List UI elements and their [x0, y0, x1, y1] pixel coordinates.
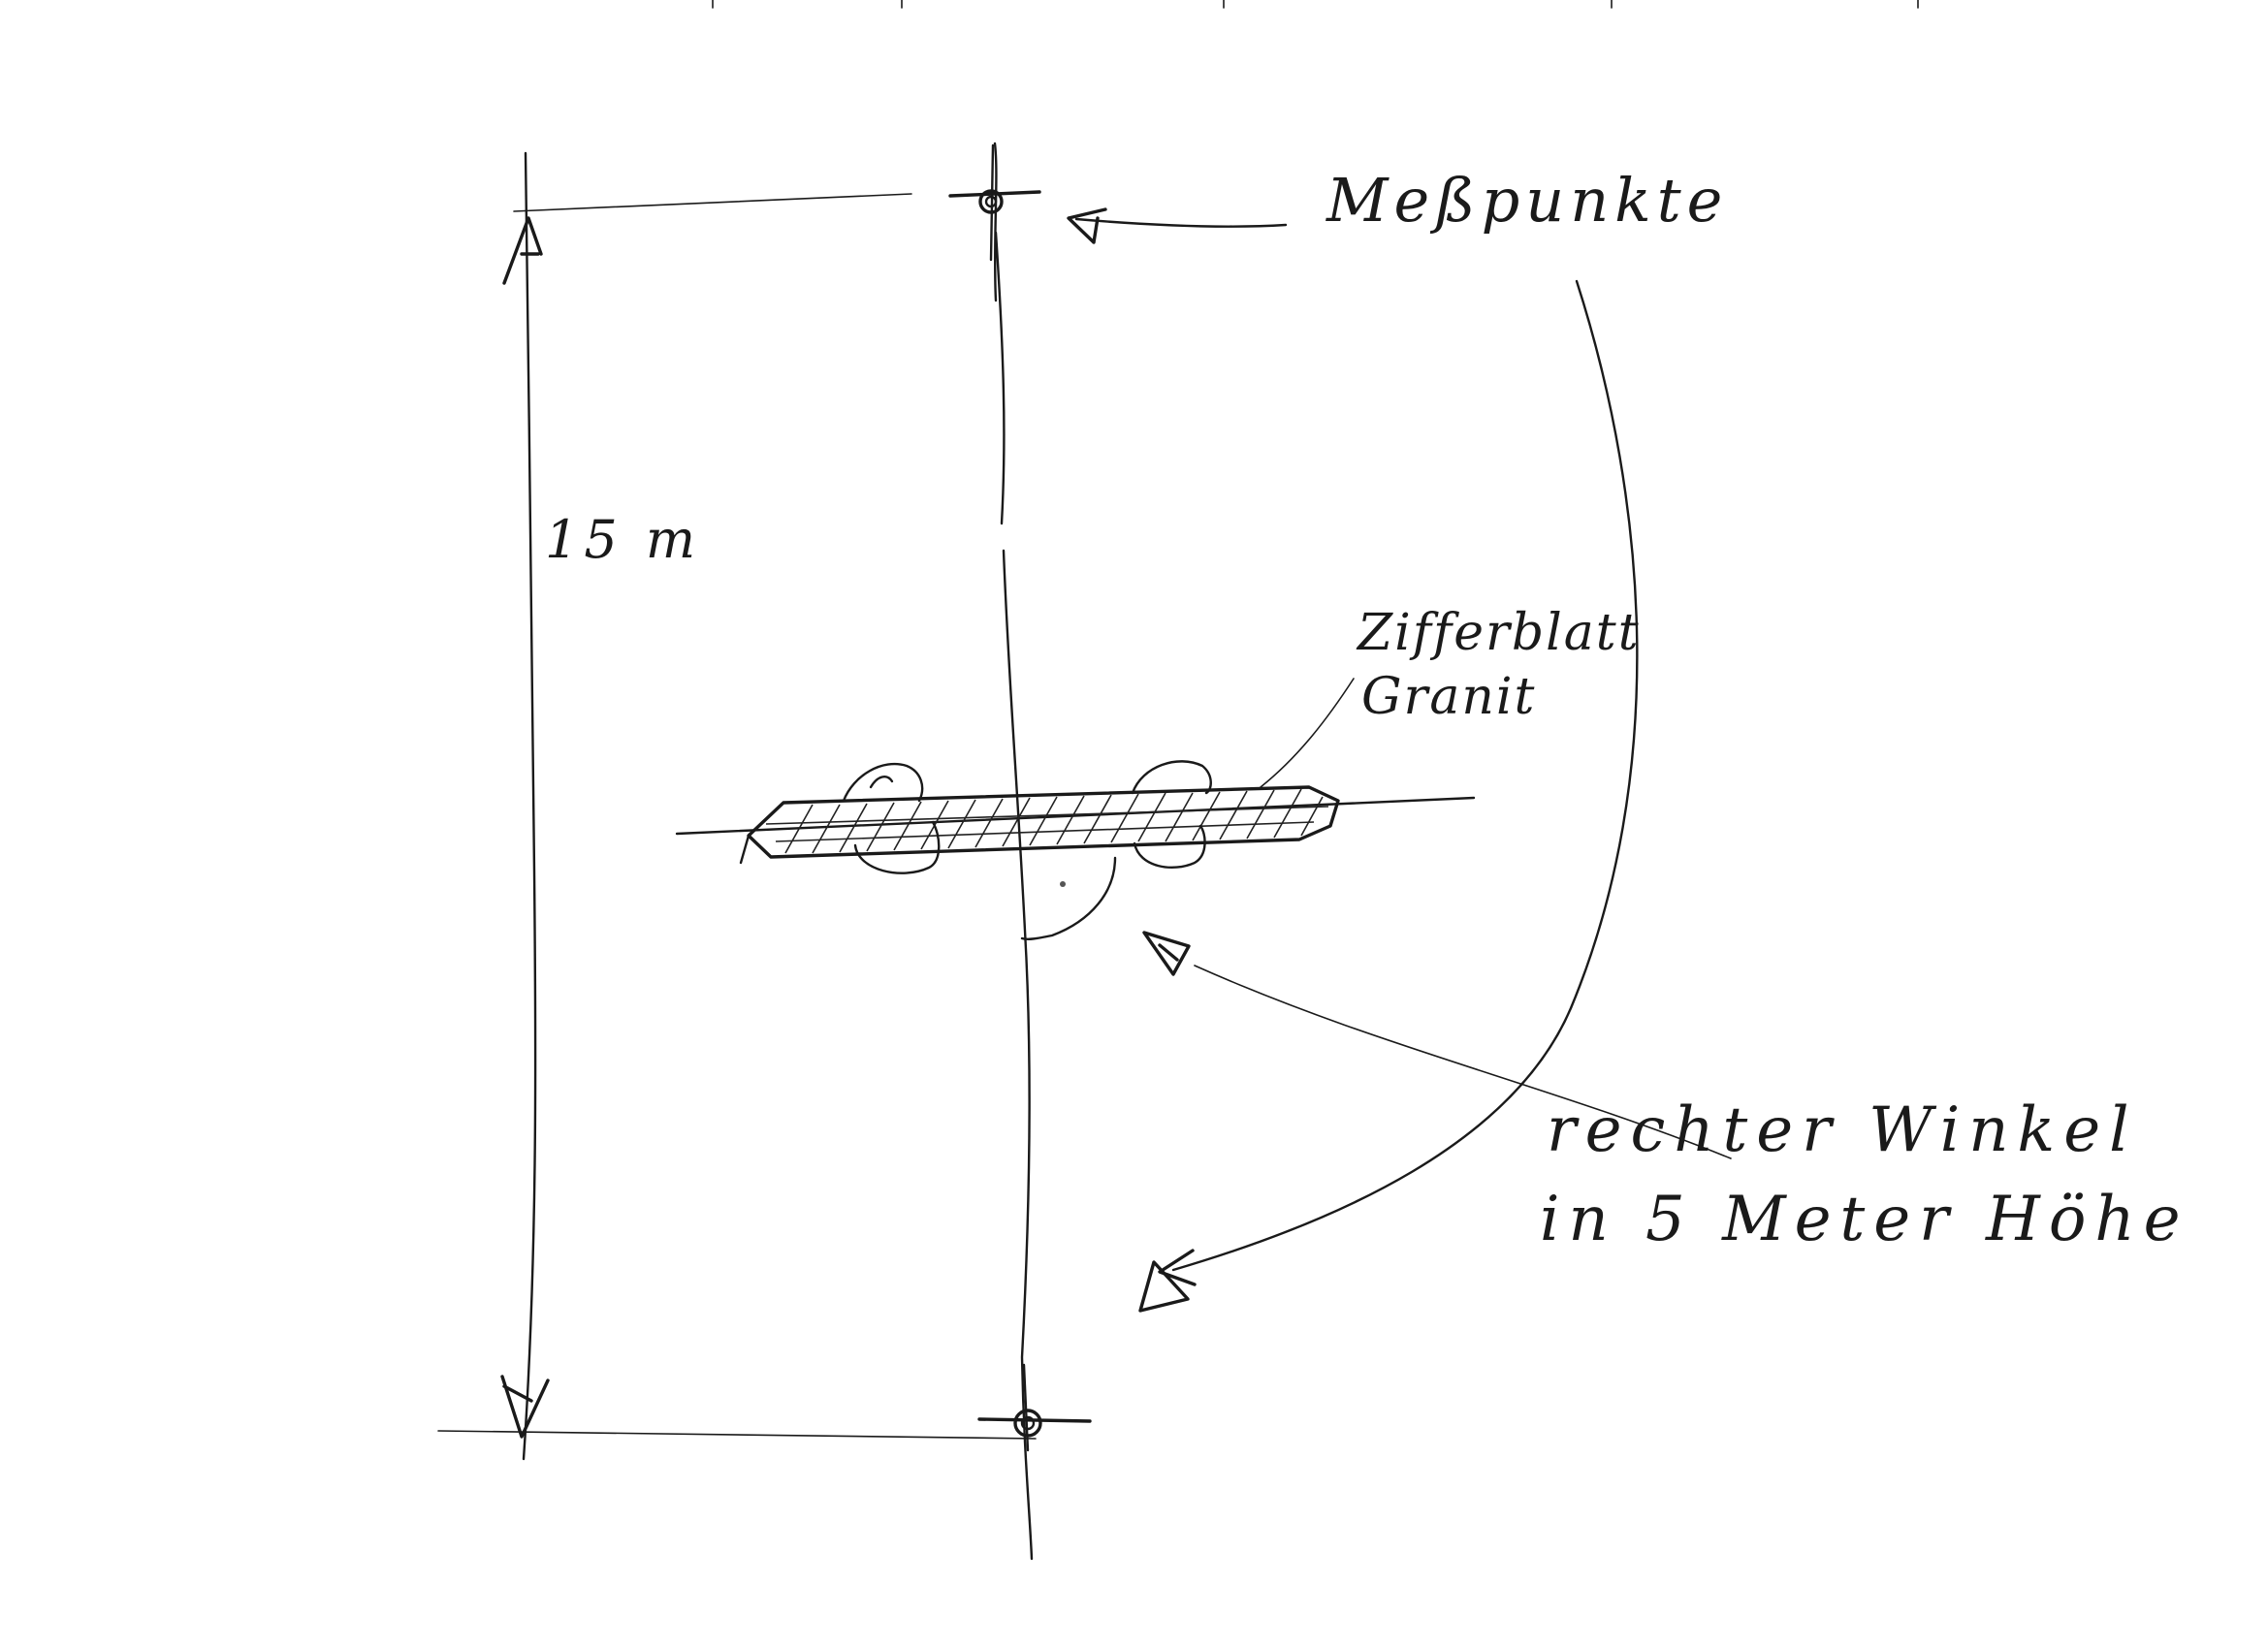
gnomon-arc	[1020, 856, 1117, 940]
paper-edge-ticks	[712, 0, 1919, 9]
dimension-arrow-bottom	[500, 1375, 550, 1439]
dial-label-line1: Zifferblatt	[1358, 604, 1641, 662]
measurement-point-top	[948, 143, 1041, 262]
measurement-points-arrowhead	[1067, 207, 1107, 244]
right-angle-leader	[1194, 965, 1732, 1159]
triangle-marker-lower	[1138, 1260, 1190, 1313]
right-angle-label-line1: rechter Winkel	[1547, 1094, 2138, 1166]
curved-leader-arrow	[1171, 279, 1639, 1272]
dimension-label: 15 m	[545, 509, 702, 570]
dial-label-line2: Granit	[1361, 668, 1537, 726]
extension-line-bottom	[437, 1430, 1037, 1440]
gnomon-dot	[1060, 881, 1066, 887]
curved-arrowhead	[1158, 1249, 1197, 1286]
measurement-point-bottom	[977, 1363, 1092, 1452]
vertical-axis-line	[993, 142, 1034, 1561]
dimension-arrow-top	[502, 216, 543, 285]
extension-line-top	[513, 193, 912, 212]
right-angle-label: rechter Winkel in 5 Meter Höhe	[1540, 1086, 2188, 1264]
measurement-points-leader	[1074, 217, 1288, 228]
slab-supports	[842, 760, 1212, 874]
dial-granite-slab	[739, 785, 1340, 865]
measurement-points-label: Meßpunkte	[1326, 165, 1729, 236]
ground-line	[675, 796, 1476, 836]
dial-label: Zifferblatt Granit	[1358, 601, 1641, 729]
dial-leader	[1260, 678, 1355, 788]
triangle-marker-dial	[1142, 931, 1191, 976]
dimension-line	[522, 151, 537, 1461]
right-angle-label-line2: in 5 Meter Höhe	[1540, 1184, 2189, 1255]
